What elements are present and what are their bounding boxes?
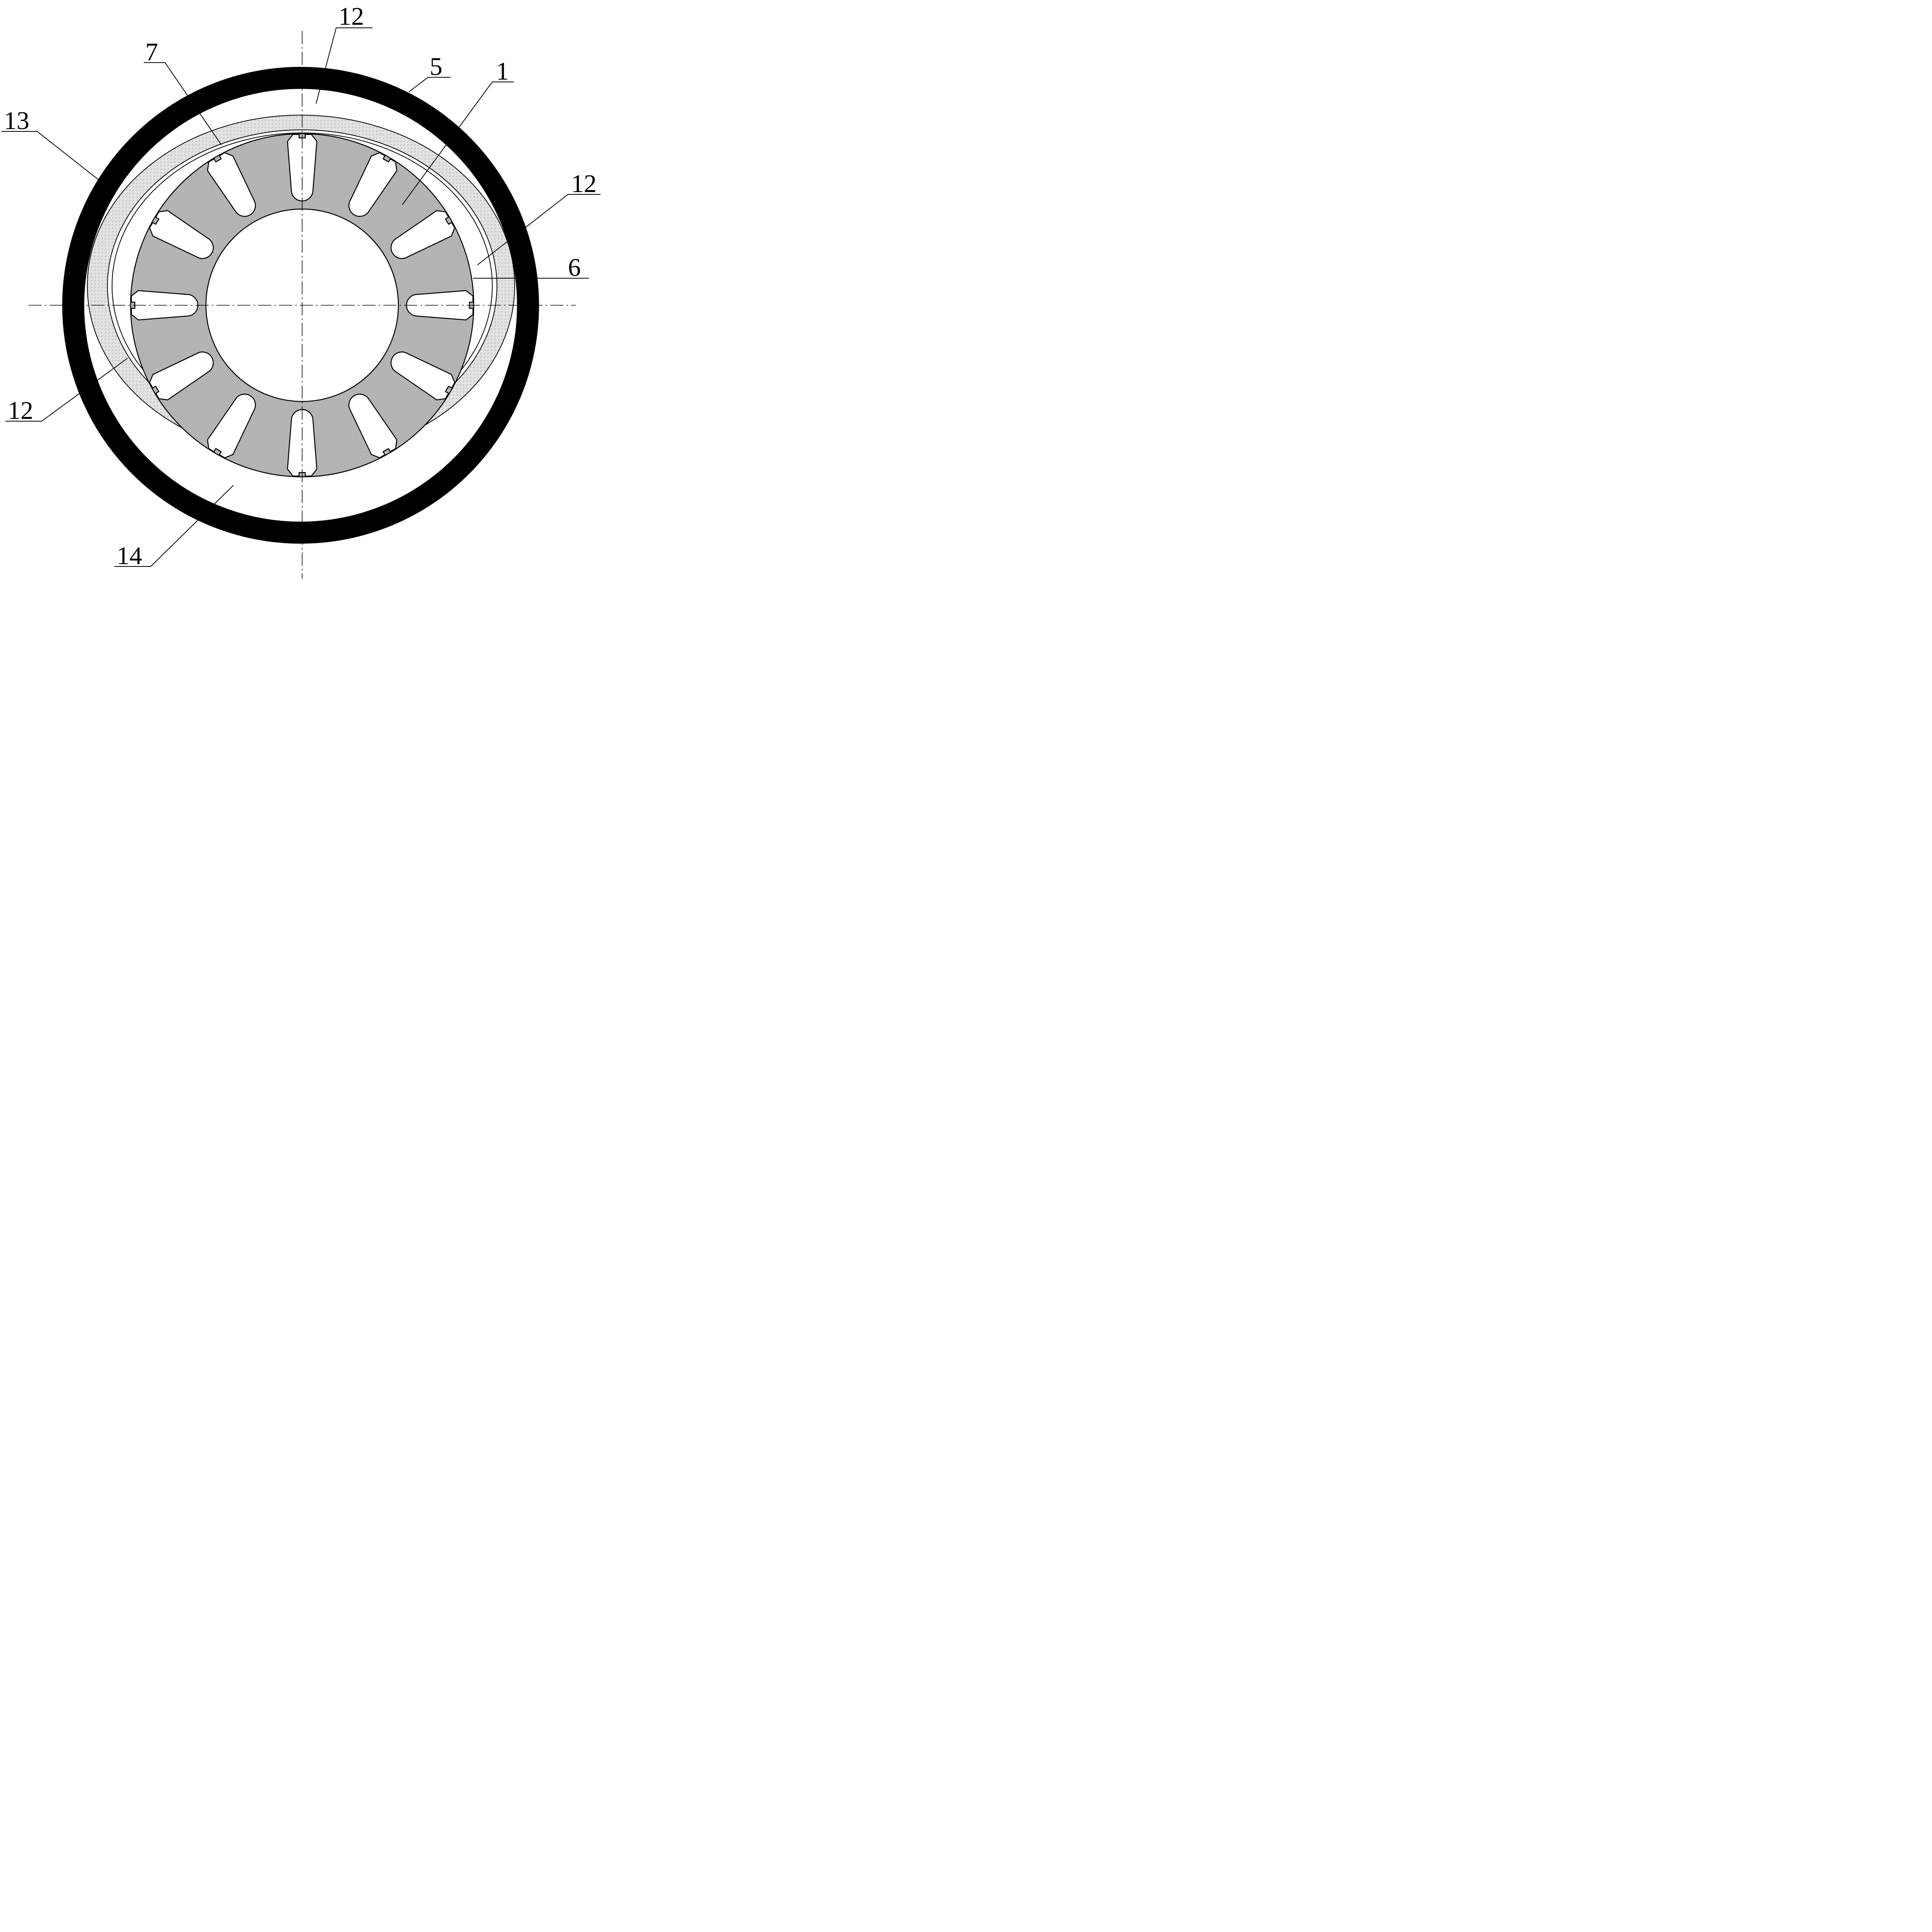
leader-line-1 xyxy=(402,82,514,205)
leader-line-12-top xyxy=(316,27,372,104)
rotor-slot xyxy=(207,152,256,217)
cross-section-drawing: 12 7 5 1 13 12 6 12 14 xyxy=(2,2,600,579)
leader-line-5 xyxy=(408,77,451,92)
rotor-slot xyxy=(149,210,214,259)
callout-5: 5 xyxy=(430,53,442,81)
rotor-slot xyxy=(348,152,398,217)
rotor-slot xyxy=(149,351,214,401)
callout-1: 1 xyxy=(496,57,509,85)
rotor-slot xyxy=(287,409,318,477)
patent-figure: 12 7 5 1 13 12 6 12 14 xyxy=(0,0,606,579)
rotor-slot xyxy=(348,393,398,459)
leader-line-13 xyxy=(2,131,99,180)
callout-7: 7 xyxy=(145,38,158,66)
callout-12-top: 12 xyxy=(338,2,364,31)
rotor-slot xyxy=(207,393,256,459)
callout-13: 13 xyxy=(4,107,29,135)
callout-6: 6 xyxy=(568,253,581,282)
rotor-slot xyxy=(406,290,474,321)
callout-12-left: 12 xyxy=(8,396,33,425)
leader-line-12-right xyxy=(477,194,600,265)
callout-12-right: 12 xyxy=(571,170,597,198)
rotor-slot xyxy=(390,210,456,259)
leader-line-12-left xyxy=(5,358,128,422)
leader-lines xyxy=(2,27,600,567)
leader-line-7 xyxy=(144,62,222,145)
rotor-slot xyxy=(390,351,456,401)
leader-line-14 xyxy=(114,485,234,567)
callout-14: 14 xyxy=(117,542,142,570)
rotor-slot-group xyxy=(131,134,474,477)
